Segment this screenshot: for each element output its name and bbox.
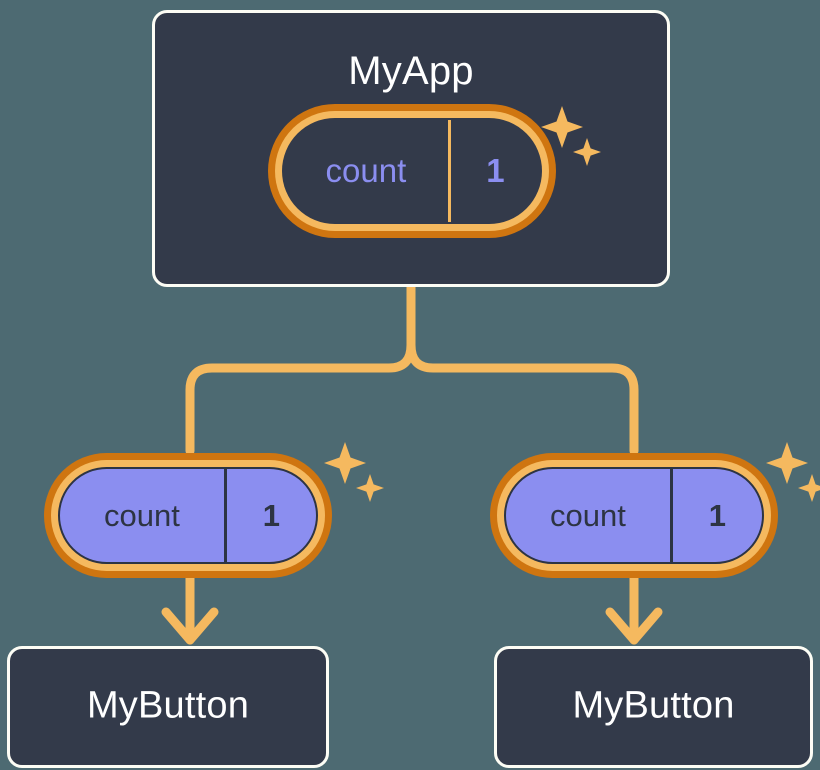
signal-value: 1 [223,469,316,562]
signal-pill-root[interactable]: count 1 [268,104,556,238]
mybutton-card-right: MyButton [494,646,813,768]
arrow-down-icon [605,573,663,645]
signal-pill-body: count 1 [58,467,318,564]
signal-name: count [549,497,626,533]
page-title: MyApp [348,49,474,93]
signal-name: count [325,152,407,189]
signal-value: 1 [447,120,540,222]
signal-name: count [103,497,180,533]
signal-pill-ring: count 1 [51,460,325,571]
mybutton-card-left: MyButton [7,646,329,768]
sparkles-icon [324,442,384,502]
signal-value: 1 [669,469,762,562]
arrow-down-icon [161,573,219,645]
mybutton-label: MyButton [572,684,735,727]
signal-pill-ring: count 1 [497,460,771,571]
signal-pill-body: count 1 [282,118,542,224]
tree-branch-connector [185,282,639,456]
signal-pill-child-left[interactable]: count 1 [44,453,332,578]
signal-pill-body: count 1 [504,467,764,564]
signal-pill-ring: count 1 [275,111,549,231]
signal-pill-child-right[interactable]: count 1 [490,453,778,578]
mybutton-label: MyButton [86,684,250,727]
